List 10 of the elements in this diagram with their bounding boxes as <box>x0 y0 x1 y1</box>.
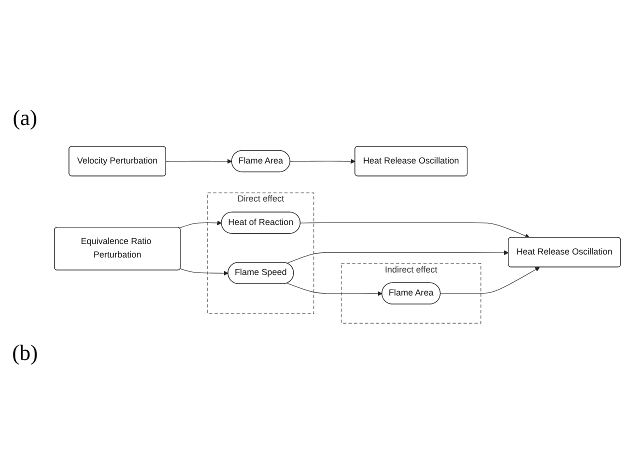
arrow <box>290 159 356 164</box>
panel-label: (b) <box>12 340 38 366</box>
arrow <box>179 220 222 228</box>
arrow <box>440 267 540 294</box>
arrow <box>180 268 228 276</box>
arrow <box>286 283 382 296</box>
arrow <box>286 250 509 264</box>
panel-label: (a) <box>12 104 38 130</box>
arrow <box>300 222 530 238</box>
arrow <box>166 159 232 164</box>
